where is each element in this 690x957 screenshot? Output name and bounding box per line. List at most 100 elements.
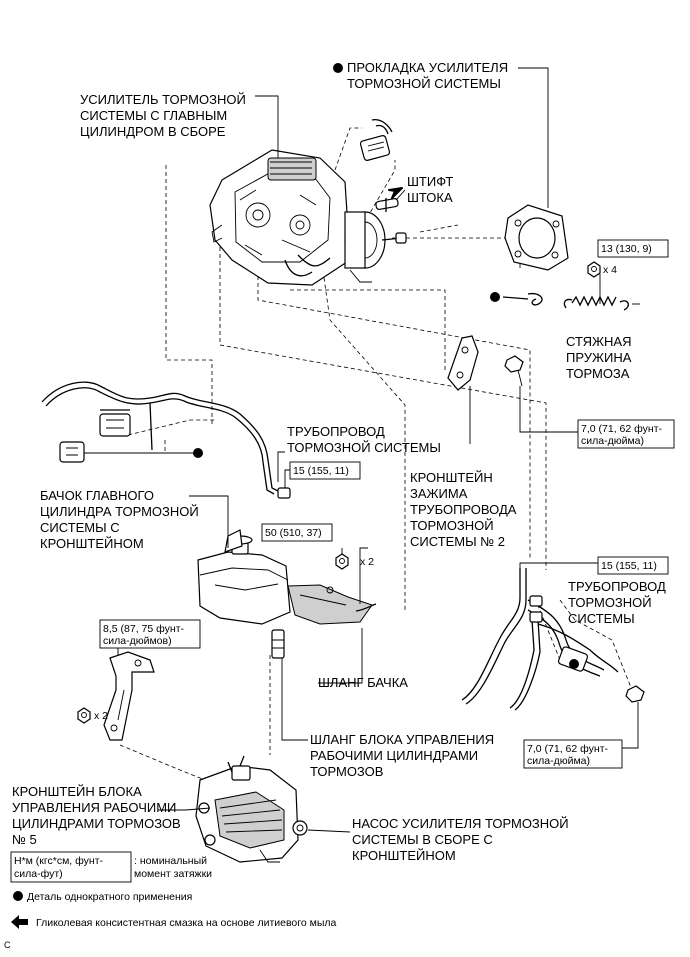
- torque-box-7-top: 7,0 (71, 62 фунт- сила-дюйма): [577, 419, 675, 449]
- legend-text: : номинальный: [134, 855, 207, 867]
- label-actuator-hose: ШЛАНГ БЛОКА УПРАВЛЕНИЯ РАБОЧИМИ ЦИЛИНДРА…: [310, 732, 494, 779]
- label-text: СТЯЖНАЯ: [566, 334, 631, 349]
- label-text: УСИЛИТЕЛЬ ТОРМОЗНОЙ: [80, 92, 246, 107]
- torque-box-50: 50 (510, 37) x 2: [261, 523, 374, 568]
- label-text: ТОРМОЗНОЙ: [410, 518, 494, 533]
- rod-pin-drawing: [375, 187, 403, 212]
- quantity-text: x 4: [603, 264, 617, 276]
- label-text: ШЛАНГ БЛОКА УПРАВЛЕНИЯ: [310, 732, 494, 747]
- actuator-bracket-bolt-drawing: [77, 707, 91, 724]
- legend-text: сила-фут): [14, 868, 63, 880]
- label-text: КРОНШТЕЙНОМ: [40, 536, 144, 551]
- bolt-lower-drawing: [625, 685, 645, 703]
- legend-text: Деталь однократного применения: [27, 891, 192, 903]
- booster-nut-drawing: [587, 261, 601, 278]
- legend-grease: Гликолевая консистентная смазка на основ…: [11, 915, 337, 929]
- label-reservoir: БАЧОК ГЛАВНОГО ЦИЛИНДРА ТОРМОЗНОЙ СИСТЕМ…: [40, 488, 199, 551]
- brake-line-right-drawing: [461, 568, 619, 711]
- torque-text: 15 (155, 11): [293, 465, 349, 477]
- label-text: ШЛАНГ БАЧКА: [318, 675, 408, 690]
- label-text: ПРОКЛАДКА УСИЛИТЕЛЯ: [347, 60, 508, 75]
- label-text: ТОРМОЗОВ: [310, 764, 383, 779]
- single-use-dot-icon: [490, 292, 500, 302]
- label-text: СИСТЕМЫ С ГЛАВНЫМ: [80, 108, 227, 123]
- torque-box-8-5: 8,5 (87, 75 фунт- сила-дюймов) x 2: [94, 619, 201, 722]
- label-rod-pin: ШТИФТ ШТОКА: [407, 174, 453, 205]
- label-text: СИСТЕМЫ В СБОРЕ С: [352, 832, 493, 847]
- label-text: КРОНШТЕЙНОМ: [352, 848, 456, 863]
- label-text: ЦИЛИНДРАМИ ТОРМОЗОВ: [12, 816, 181, 831]
- legend-torque: Н*м (кгс*см, фунт- сила-фут) : номинальн…: [10, 851, 212, 883]
- label-text: ТОРМОЗНОЙ: [568, 595, 652, 610]
- actuator-bracket-drawing: [103, 651, 155, 741]
- booster-gasket-drawing: [504, 204, 569, 271]
- brake-booster-assembly-drawing: [209, 149, 407, 286]
- reservoir-drawing: [197, 529, 377, 659]
- bolt-upper-drawing: [504, 355, 524, 387]
- grease-arrow-icon: [388, 187, 403, 199]
- label-text: СИСТЕМЫ: [568, 611, 635, 626]
- label-text: УПРАВЛЕНИЯ РАБОЧИМИ: [12, 800, 176, 815]
- legend-text: Гликолевая консистентная смазка на основ…: [36, 917, 337, 929]
- booster-connector-drawing: [359, 118, 393, 161]
- label-text: КРОНШТЕЙН: [410, 470, 493, 485]
- label-text: ТРУБОПРОВОД: [568, 579, 666, 594]
- torque-text: 15 (155, 11): [601, 560, 657, 572]
- label-pump-assembly: НАСОС УСИЛИТЕЛЯ ТОРМОЗНОЙ СИСТЕМЫ В СБОР…: [352, 816, 569, 863]
- brake-line-left-drawing: [41, 381, 291, 499]
- torque-text: сила-дюйма): [527, 755, 590, 767]
- torque-box-7-bottom: 7,0 (71, 62 фунт- сила-дюйма): [523, 739, 623, 769]
- reservoir-nut-drawing: [335, 553, 349, 570]
- label-text: ТРУБОПРОВОД: [287, 424, 385, 439]
- torque-box-15-left: 15 (155, 11): [289, 461, 361, 480]
- label-tube-clamp-bracket: КРОНШТЕЙН ЗАЖИМА ТРУБОПРОВОДА ТОРМОЗНОЙ …: [410, 470, 517, 549]
- leader-lines: [117, 67, 640, 833]
- label-text: ТОРМОЗНОЙ СИСТЕМЫ: [287, 440, 441, 455]
- single-use-dot-icon: [13, 891, 23, 901]
- label-booster-assembly: УСИЛИТЕЛЬ ТОРМОЗНОЙ СИСТЕМЫ С ГЛАВНЫМ ЦИ…: [80, 92, 246, 139]
- label-text: СИСТЕМЫ С: [40, 520, 120, 535]
- legend-text: момент затяжки: [134, 868, 212, 880]
- label-text: ЦИЛИНДРОМ В СБОРЕ: [80, 124, 226, 139]
- label-text: № 5: [12, 832, 37, 847]
- label-text: ТОРМОЗА: [566, 366, 630, 381]
- single-use-dot-icon: [333, 63, 343, 73]
- torque-box-13: 13 (130, 9) x 4: [597, 239, 669, 276]
- label-reservoir-hose: ШЛАНГ БАЧКА: [318, 675, 408, 690]
- label-text: НАСОС УСИЛИТЕЛЯ ТОРМОЗНОЙ: [352, 816, 569, 831]
- label-text: КРОНШТЕЙН БЛОКА: [12, 784, 142, 799]
- figure-code: C: [4, 940, 11, 950]
- torque-text: 7,0 (71, 62 фунт-: [581, 423, 662, 435]
- single-use-dot-icon: [193, 448, 203, 458]
- label-brake-line-2: ТРУБОПРОВОД ТОРМОЗНОЙ СИСТЕМЫ: [568, 579, 666, 626]
- label-text: ШТИФТ: [407, 174, 453, 189]
- single-use-dot-icon: [569, 659, 579, 669]
- tube-clamp-bracket-drawing: [447, 335, 479, 391]
- label-booster-gasket: ПРОКЛАДКА УСИЛИТЕЛЯ ТОРМОЗНОЙ СИСТЕМЫ: [333, 60, 508, 91]
- legend-text: Н*м (кгс*см, фунт-: [14, 855, 104, 867]
- label-brake-line-1: ТРУБОПРОВОД ТОРМОЗНОЙ СИСТЕМЫ: [287, 424, 441, 455]
- label-actuator-bracket: КРОНШТЕЙН БЛОКА УПРАВЛЕНИЯ РАБОЧИМИ ЦИЛИ…: [12, 784, 181, 847]
- clevis-pin-drawing: [490, 292, 543, 306]
- label-text: ПРУЖИНА: [566, 350, 632, 365]
- quantity-text: x 2: [94, 710, 108, 722]
- torque-text: 50 (510, 37): [265, 527, 322, 539]
- label-text: ШТОКА: [407, 190, 453, 205]
- torque-text: 13 (130, 9): [601, 243, 652, 255]
- label-text: ЦИЛИНДРА ТОРМОЗНОЙ: [40, 504, 199, 519]
- torque-box-15-right: 15 (155, 11): [597, 556, 669, 575]
- label-text: ТРУБОПРОВОДА: [410, 502, 517, 517]
- label-text: ЗАЖИМА: [410, 486, 468, 501]
- torque-text: сила-дюйма): [581, 435, 644, 447]
- torque-text: сила-дюймов): [103, 635, 172, 647]
- label-return-spring: СТЯЖНАЯ ПРУЖИНА ТОРМОЗА: [566, 334, 632, 381]
- label-text: СИСТЕМЫ № 2: [410, 534, 505, 549]
- label-text: РАБОЧИМИ ЦИЛИНДРАМИ: [310, 748, 478, 763]
- quantity-text: x 2: [360, 556, 374, 568]
- torque-text: 7,0 (71, 62 фунт-: [527, 743, 608, 755]
- grease-arrow-icon: [11, 915, 28, 929]
- label-text: ТОРМОЗНОЙ СИСТЕМЫ: [347, 76, 501, 91]
- torque-text: 8,5 (87, 75 фунт-: [103, 623, 184, 635]
- legend-single-use: Деталь однократного применения: [13, 891, 192, 903]
- booster-pump-drawing: [195, 755, 308, 863]
